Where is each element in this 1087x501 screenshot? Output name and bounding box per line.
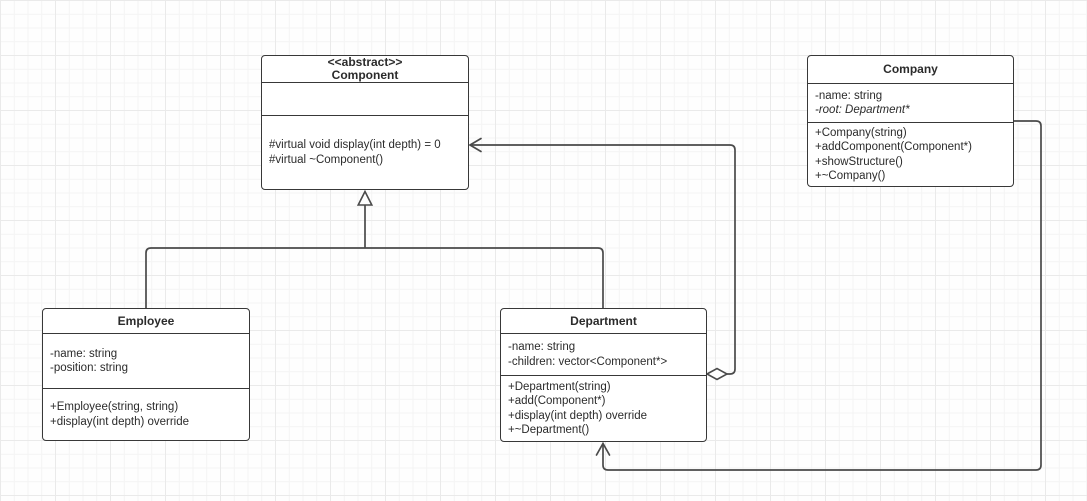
method-row: #virtual ~Component()	[269, 153, 384, 166]
attribute-row: -root: Department*	[815, 104, 910, 116]
attributes-section-employee: -name: string -position: string	[43, 334, 249, 389]
attribute-row: -name: string	[815, 89, 883, 102]
class-name: Department	[570, 313, 637, 328]
class-header-company: Company	[808, 56, 1013, 84]
method-row: +addComponent(Component*)	[815, 141, 972, 153]
attributes-section-component	[262, 83, 468, 116]
aggregation-arrow-icon	[468, 137, 482, 153]
class-header-component: <<abstract>> Component	[262, 56, 468, 83]
attributes-section-department: -name: string -children: vector<Componen…	[501, 334, 706, 376]
methods-section-department: +Department(string) +add(Component*) +di…	[501, 376, 706, 441]
method-row: +display(int depth) override	[50, 415, 190, 428]
attribute-row: -name: string	[508, 341, 576, 353]
class-box-department[interactable]: Department -name: string -children: vect…	[500, 308, 707, 442]
class-name: Component	[331, 68, 399, 82]
class-box-component[interactable]: <<abstract>> Component #virtual void dis…	[261, 55, 469, 190]
class-box-employee[interactable]: Employee -name: string -position: string…	[42, 308, 250, 441]
class-header-department: Department	[501, 309, 706, 334]
method-row: +Employee(string, string)	[50, 401, 179, 413]
attribute-row: -children: vector<Component*>	[508, 355, 668, 368]
method-row: +display(int depth) override	[508, 409, 648, 422]
class-stereotype: <<abstract>>	[327, 55, 403, 69]
methods-section-employee: +Employee(string, string) +display(int d…	[43, 389, 249, 440]
association-arrow-icon	[595, 441, 611, 456]
class-box-company[interactable]: Company -name: string -root: Department*…	[807, 55, 1014, 187]
generalization-tree-line[interactable]	[145, 247, 604, 309]
aggregation-diamond-icon	[705, 367, 729, 381]
method-row: +~Department()	[508, 424, 590, 436]
generalization-triangle-icon	[356, 189, 374, 206]
method-row: +add(Component*)	[508, 395, 606, 407]
attribute-row: -position: string	[50, 362, 128, 374]
method-row: +showStructure()	[815, 155, 903, 168]
association-line[interactable]	[602, 120, 1042, 471]
methods-section-company: +Company(string) +addComponent(Component…	[808, 123, 1013, 186]
method-row: +Company(string)	[815, 126, 907, 139]
method-row: +~Company()	[815, 170, 886, 182]
method-row: #virtual void display(int depth) = 0	[269, 139, 441, 151]
attribute-row: -name: string	[50, 347, 118, 360]
method-row: +Department(string)	[508, 380, 611, 393]
class-name: Employee	[117, 313, 175, 328]
class-name: Company	[883, 62, 938, 76]
attributes-section-company: -name: string -root: Department*	[808, 84, 1013, 123]
aggregation-line[interactable]	[470, 144, 736, 375]
methods-section-component: #virtual void display(int depth) = 0 #vi…	[262, 116, 468, 189]
class-header-employee: Employee	[43, 309, 249, 334]
